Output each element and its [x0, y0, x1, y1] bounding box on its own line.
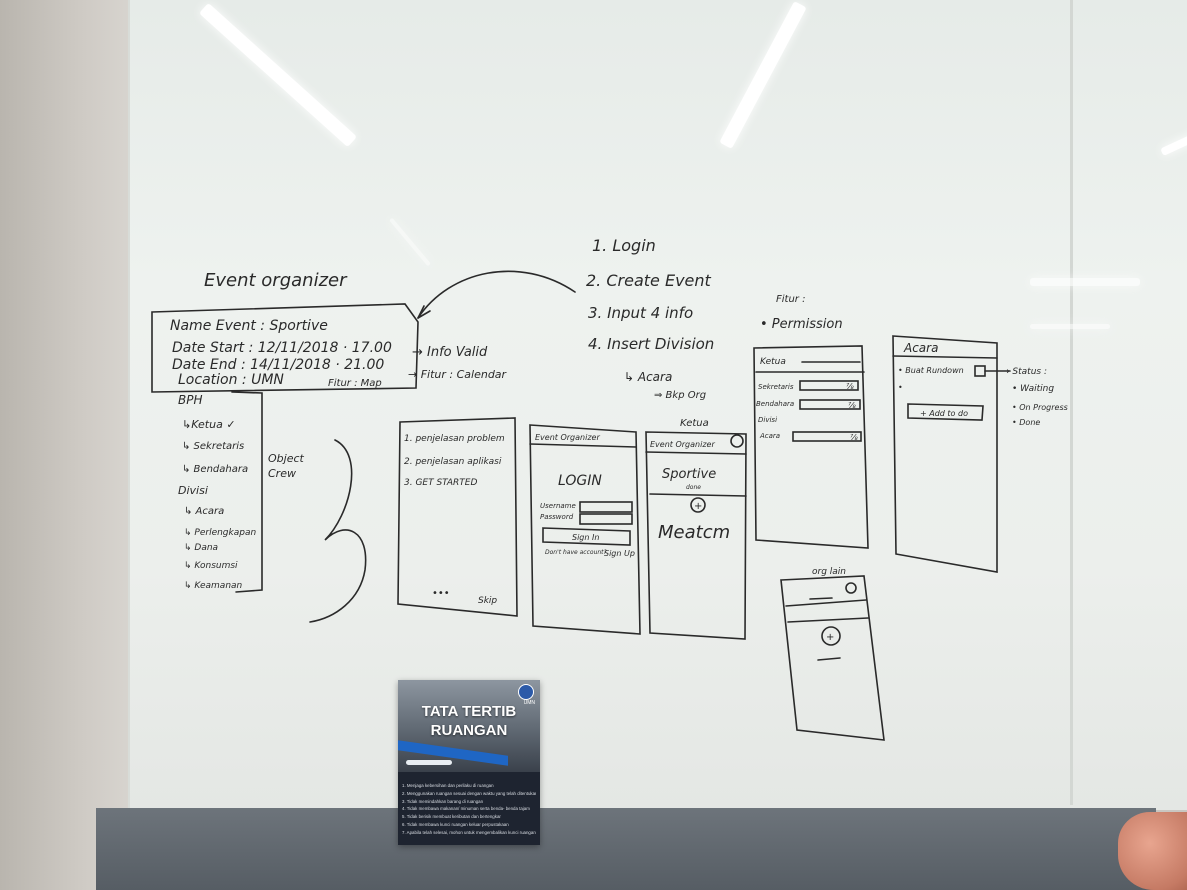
screen-acara-frame — [892, 335, 998, 573]
login-username-label: Username — [540, 502, 576, 510]
permission-row-label: Divisi — [758, 416, 777, 424]
login-signin-button: Sign In — [572, 533, 599, 542]
arrow-steps-to-form — [417, 270, 576, 319]
acara-status: • On Progress — [1012, 403, 1068, 412]
bph-note-object: Object — [268, 452, 305, 465]
ceiling-light-reflection — [1030, 278, 1140, 286]
hand — [1118, 812, 1187, 890]
step-sub-acara: ↳ Acara — [624, 370, 672, 384]
step-3: 3. Input 4 info — [588, 304, 693, 322]
permission-row-mark: ⅞ — [850, 433, 858, 442]
form-info-valid: → Info Valid — [412, 345, 488, 360]
acara-item: • Buat Rundown — [898, 366, 964, 375]
bph-item: ↳Ketua ✓ — [182, 418, 236, 431]
permission-row-label: Acara — [759, 432, 780, 440]
sign-rule: 4. Tidak membawa makanan/ minuman serta … — [402, 806, 530, 812]
sign-rules: 1. Menjaga kebersihan dan perilaku di ru… — [402, 782, 536, 837]
onboarding-skip: Skip — [478, 596, 497, 606]
acara-header: Acara — [903, 341, 938, 355]
ceiling-light-reflection — [1030, 324, 1110, 329]
left-wall — [0, 0, 140, 890]
form-location-line: Location : UMN — [178, 372, 284, 388]
whiteboard — [128, 0, 1187, 810]
event-screen-scribble: Meatcm — [658, 522, 730, 543]
sign-rule: 5. Tidak berisik membuat keributan dan b… — [402, 814, 501, 820]
curved-stroke — [309, 439, 367, 623]
event-screen-sub: done — [686, 484, 701, 491]
login-signup-link: Sign Up — [604, 549, 635, 558]
bph-header: BPH — [178, 393, 203, 407]
sign-rule: 3. Tidak memindahkan barang di ruangan — [402, 798, 484, 804]
bph-note-crew: Crew — [268, 467, 296, 480]
sign-logo-text: UMN — [523, 700, 535, 706]
step-2: 2. Create Event — [586, 271, 712, 290]
onboarding-dots: ••• — [432, 588, 450, 599]
acara-bullet: • — [898, 383, 903, 392]
divisi-item: ↳ Keamanan — [184, 581, 243, 591]
sign-rule: 2. Menggunakan ruangan sesuai dengan wak… — [402, 790, 536, 796]
screen-event-frame — [645, 431, 747, 640]
form-fitur-map: Fitur : Map — [328, 378, 382, 389]
umn-logo-icon — [518, 684, 534, 700]
screen-org-lain-frame — [780, 575, 885, 741]
step-sub-bkp: ⇒ Bkp Org — [654, 390, 706, 401]
acara-status: • Done — [1012, 418, 1040, 427]
onboarding-item: 2. penjelasan aplikasi — [404, 457, 502, 467]
whiteboard-seam — [1070, 0, 1073, 805]
divisi-item: ↳ Acara — [184, 506, 224, 517]
sign-title-line: TATA TERTIB — [421, 703, 517, 720]
divisi-item: ↳ Dana — [184, 543, 218, 553]
sign-title: TATA TERTIB RUANGAN — [398, 702, 540, 740]
step-4: 4. Insert Division — [588, 335, 714, 353]
permission-row-label: Sekretaris — [758, 383, 794, 391]
event-screen-label: Ketua — [680, 418, 709, 429]
acara-status: • Waiting — [1012, 384, 1054, 394]
sign-white-stripe — [406, 760, 452, 765]
screen-login-frame — [529, 424, 641, 635]
event-screen-header: Event Organizer — [650, 440, 715, 449]
permission-header: Ketua — [760, 357, 786, 367]
form-name-line: Name Event : Sportive — [170, 318, 328, 334]
onboarding-item: 1. penjelasan problem — [404, 434, 505, 444]
screen-onboarding-frame — [397, 417, 518, 617]
bph-item: ↳ Bendahara — [182, 464, 248, 475]
login-password-label: Password — [540, 513, 574, 521]
bph-bracket — [231, 391, 263, 593]
event-screen-name: Sportive — [662, 467, 716, 482]
bph-item: ↳ Sekretaris — [182, 441, 244, 452]
sign-rule: 1. Menjaga kebersihan dan perilaku di ru… — [402, 783, 494, 788]
login-title: LOGIN — [558, 473, 602, 489]
form-date-start-line: Date Start : 12/11/2018 · 17.00 — [172, 340, 392, 356]
divisi-item: ↳ Konsumsi — [184, 561, 238, 571]
permission-row-mark: ⅞ — [846, 382, 854, 391]
step-1: 1. Login — [592, 236, 656, 255]
fitur-permission: • Permission — [760, 317, 843, 332]
form-fitur-calendar: → Fitur : Calendar — [408, 368, 508, 381]
sign-rule: 7. Apabila telah selesai, mohon untuk me… — [402, 829, 536, 835]
permission-row-label: Bendahara — [756, 400, 794, 408]
divisi-header: Divisi — [178, 484, 208, 497]
org-lain-plus: + — [826, 632, 834, 643]
login-header: Event Organizer — [535, 433, 600, 442]
marker-tray — [96, 808, 1156, 890]
login-footer-question: Don't have account? — [545, 549, 608, 556]
event-screen-plus: + — [694, 501, 702, 512]
acara-status-label: → Status : — [1002, 367, 1047, 377]
room-rules-sign: UMN TATA TERTIB RUANGAN 1. Menjaga keber… — [398, 680, 540, 845]
permission-row-mark: ⅞ — [848, 401, 856, 410]
fitur-title: Fitur : — [776, 294, 805, 305]
onboarding-item: 3. GET STARTED — [404, 478, 477, 488]
form-date-end-line: Date End : 14/11/2018 · 21.00 — [172, 357, 384, 373]
sign-rule: 6. Tidak membawa kunci ruangan keluar pe… — [402, 821, 509, 827]
org-lain-label: org lain — [812, 567, 846, 577]
event-form-box — [151, 303, 419, 393]
sign-title-line: RUANGAN — [430, 722, 508, 739]
board-title: Event organizer — [204, 270, 348, 291]
screen-permission-frame — [753, 345, 869, 549]
acara-add-todo: + Add to do — [920, 409, 968, 418]
divisi-item: ↳ Perlengkapan — [184, 528, 256, 538]
